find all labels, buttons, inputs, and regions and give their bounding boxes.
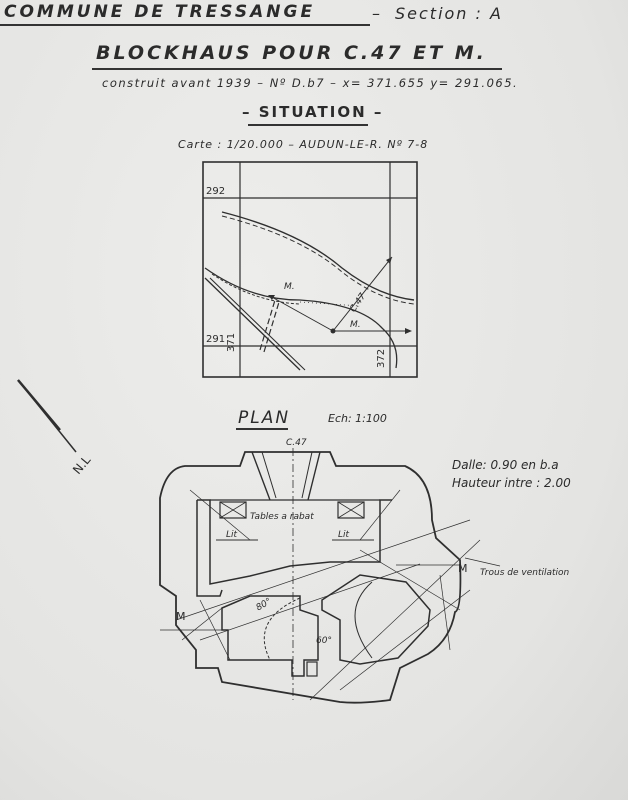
document-title: BLOCKHAUS POUR C.47 ET M. bbox=[96, 42, 487, 64]
grid-label-292: 292 bbox=[206, 186, 226, 197]
title-underline bbox=[92, 68, 502, 70]
plan-underline bbox=[236, 428, 288, 430]
angle-label-60: 60° bbox=[316, 636, 332, 646]
slab-spec: Dalle: 0.90 en b.a bbox=[452, 458, 559, 472]
bunker-plan bbox=[159, 448, 501, 704]
bed-label-left: Lit bbox=[226, 530, 238, 540]
header-separator: – bbox=[372, 4, 382, 23]
plan-label-c47: C.47 bbox=[286, 438, 307, 448]
map-label-m2: M. bbox=[350, 320, 361, 330]
height-spec: Hauteur intre : 2.00 bbox=[452, 476, 571, 490]
commune-title: COMMUNE DE TRESSANGE bbox=[4, 2, 316, 22]
situation-underline bbox=[248, 124, 368, 126]
mg-label-left: M bbox=[176, 610, 186, 623]
grid-label-291: 291 bbox=[206, 334, 226, 345]
header-underline bbox=[0, 24, 370, 26]
grid-label-371: 371 bbox=[226, 332, 237, 352]
document-subtitle: construit avant 1939 – Nº D.b7 – x= 371.… bbox=[102, 76, 519, 90]
situation-map bbox=[202, 161, 418, 378]
mg-label-right: M bbox=[458, 562, 468, 575]
ventilation-label: Trous de ventilation bbox=[480, 568, 570, 578]
section-label: Section : A bbox=[395, 4, 503, 23]
map-reference: Carte : 1/20.000 – AUDUN-LE-R. Nº 7-8 bbox=[178, 138, 429, 151]
bed-label-right: Lit bbox=[338, 530, 350, 540]
grid-label-372: 372 bbox=[376, 348, 387, 368]
situation-heading: – SITUATION – bbox=[242, 103, 384, 121]
plan-scale: Ech: 1:100 bbox=[328, 412, 387, 425]
tables-label: Tables a rabat bbox=[250, 512, 314, 522]
north-arrow-icon bbox=[17, 379, 77, 453]
map-label-m: M. bbox=[284, 282, 295, 292]
plan-title: PLAN bbox=[238, 408, 291, 428]
